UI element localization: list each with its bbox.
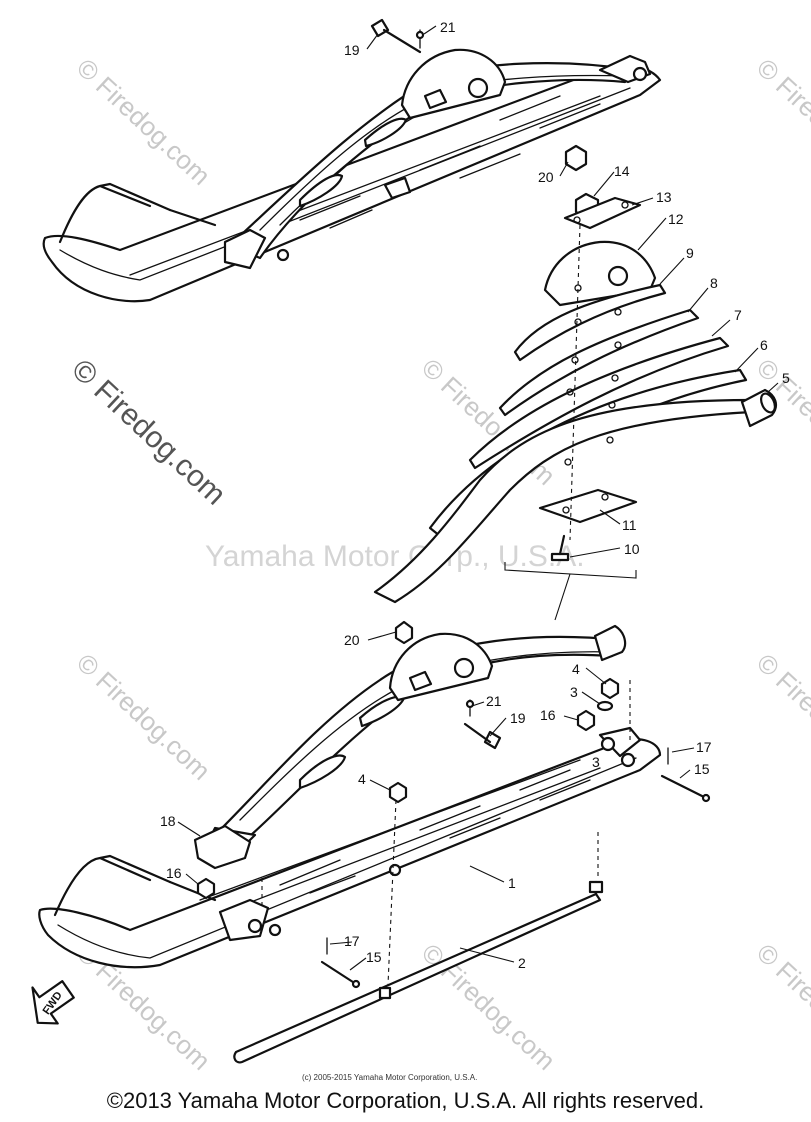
label-5: 5 [782,370,790,386]
watermark-corner-4: © Firedog.com [751,937,811,1075]
part-labels: 1 2 3 4 5 6 7 8 9 10 11 12 13 14 15 15 1… [160,19,790,971]
footer-copyright: ©2013 Yamaha Motor Corporation, U.S.A. A… [106,1088,705,1113]
bottom-ski-loop [53,854,172,917]
bottom-saddle [388,632,494,702]
label-10: 10 [624,541,640,557]
label-8: 8 [710,275,718,291]
label-20-bottom: 20 [344,632,360,648]
part-20-nut-bottom [394,620,414,645]
part-8-leaf [498,308,700,417]
watermark-side-large: © Firedog.com [65,353,232,512]
part-18-pad [193,824,252,870]
label-21-bottom: 21 [486,693,502,709]
part-10-bolt [550,552,570,562]
label-9: 9 [686,245,694,261]
part-12-saddle [543,240,657,307]
watermark-side-4: © Firedog.com [416,937,561,1075]
part-16-nut-rear [576,709,596,732]
label-4-mid: 4 [358,771,366,787]
top-saddle [400,48,507,120]
label-19-bottom: 19 [510,710,526,726]
label-21-top: 21 [440,19,456,35]
top-ski-loop [58,182,172,244]
label-3: 3 [570,684,578,700]
label-12: 12 [668,211,684,227]
part-9-leaf [513,283,667,362]
label-17-front: 17 [344,933,360,949]
top-ski-body [42,64,662,303]
top-ski-assembly [42,48,662,303]
part-15-bolt-front [320,960,358,986]
part-15-bolt-rear [660,774,708,800]
part-3-washer [596,700,614,712]
top-bolt-19 [370,18,425,54]
label-2: 2 [518,955,526,971]
part-13-plate [563,196,642,230]
label-14: 14 [614,163,630,179]
part-4-nut-rear [600,677,620,700]
part-16-nut-front [196,877,216,900]
watermark-side-1: © Firedog.com [71,52,216,190]
label-16-rear: 16 [540,707,556,723]
label-11: 11 [622,517,637,533]
part-2-wear-rod [233,892,602,1064]
part-11-plate [538,488,638,524]
top-nut-20 [564,144,588,172]
leaders [177,25,779,971]
part-7-leaf [468,336,730,470]
watermark-center: Yamaha Motor Corp., U.S.A. [205,540,585,573]
label-7: 7 [734,307,742,323]
label-16-front: 16 [166,865,182,881]
label-6: 6 [760,337,768,353]
label-20-top: 20 [538,169,554,185]
label-19-top: 19 [344,42,360,58]
watermark-side-3: © Firedog.com [71,647,216,785]
small-copyright: (c) 2005-2015 Yamaha Motor Corporation, … [302,1073,477,1082]
label-13: 13 [656,189,672,205]
watermark-corner-1: © Firedog.com [751,52,811,190]
label-18: 18 [160,813,176,829]
watermark-corner-3: © Firedog.com [751,647,811,785]
fwd-badge: FWD [31,980,75,1025]
label-17-rear: 17 [696,739,712,755]
label-15-front: 15 [366,949,382,965]
label-1: 1 [508,875,516,891]
part-4-nut-mid [388,781,408,804]
label-15-rear: 15 [694,761,710,777]
label-4: 4 [572,661,580,677]
label-3-rear: 3 [592,754,600,770]
